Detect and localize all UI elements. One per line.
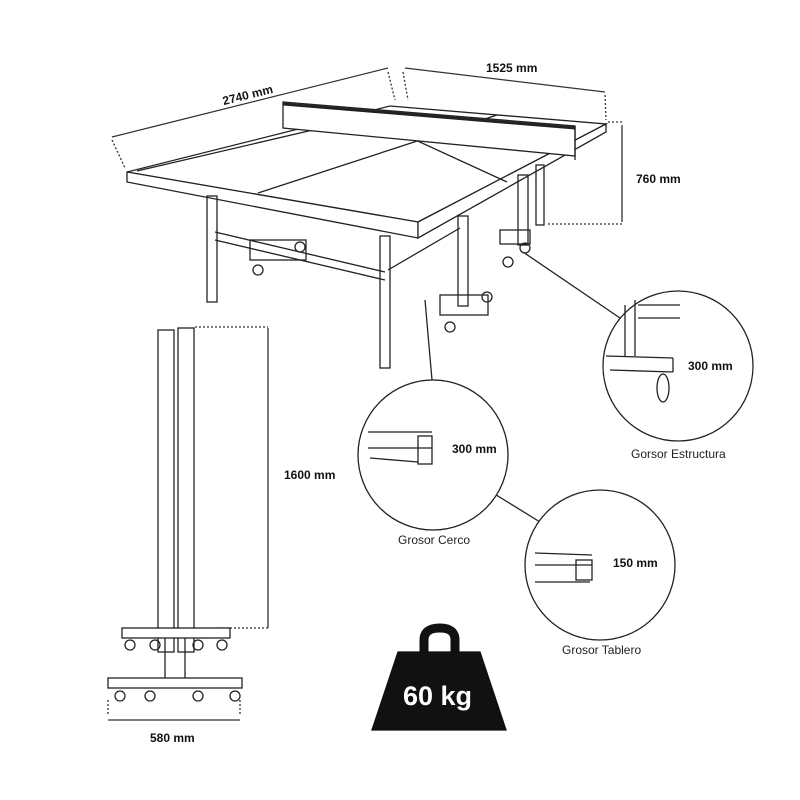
folded-depth-label: 580 mm [150, 731, 195, 745]
folded-height-label: 1600 mm [284, 468, 336, 482]
width-label: 1525 mm [486, 61, 538, 75]
board-thickness-caption: Grosor Tablero [562, 643, 642, 657]
structure-thickness-caption: Gorsor Estructura [631, 447, 726, 461]
weight-label: 60 kg [403, 681, 473, 711]
structure-thickness-value: 300 mm [688, 359, 733, 373]
board-thickness-value: 150 mm [613, 556, 658, 570]
net [282, 101, 576, 160]
dimension-lines [107, 67, 623, 721]
folded-table [107, 327, 243, 702]
table-legs [206, 164, 545, 369]
frame-thickness-value: 300 mm [452, 442, 497, 456]
detail-callouts [357, 251, 754, 641]
frame-thickness-caption: Grosor Cerco [398, 533, 471, 547]
weight-icon [371, 623, 507, 731]
height-label: 760 mm [636, 172, 681, 186]
